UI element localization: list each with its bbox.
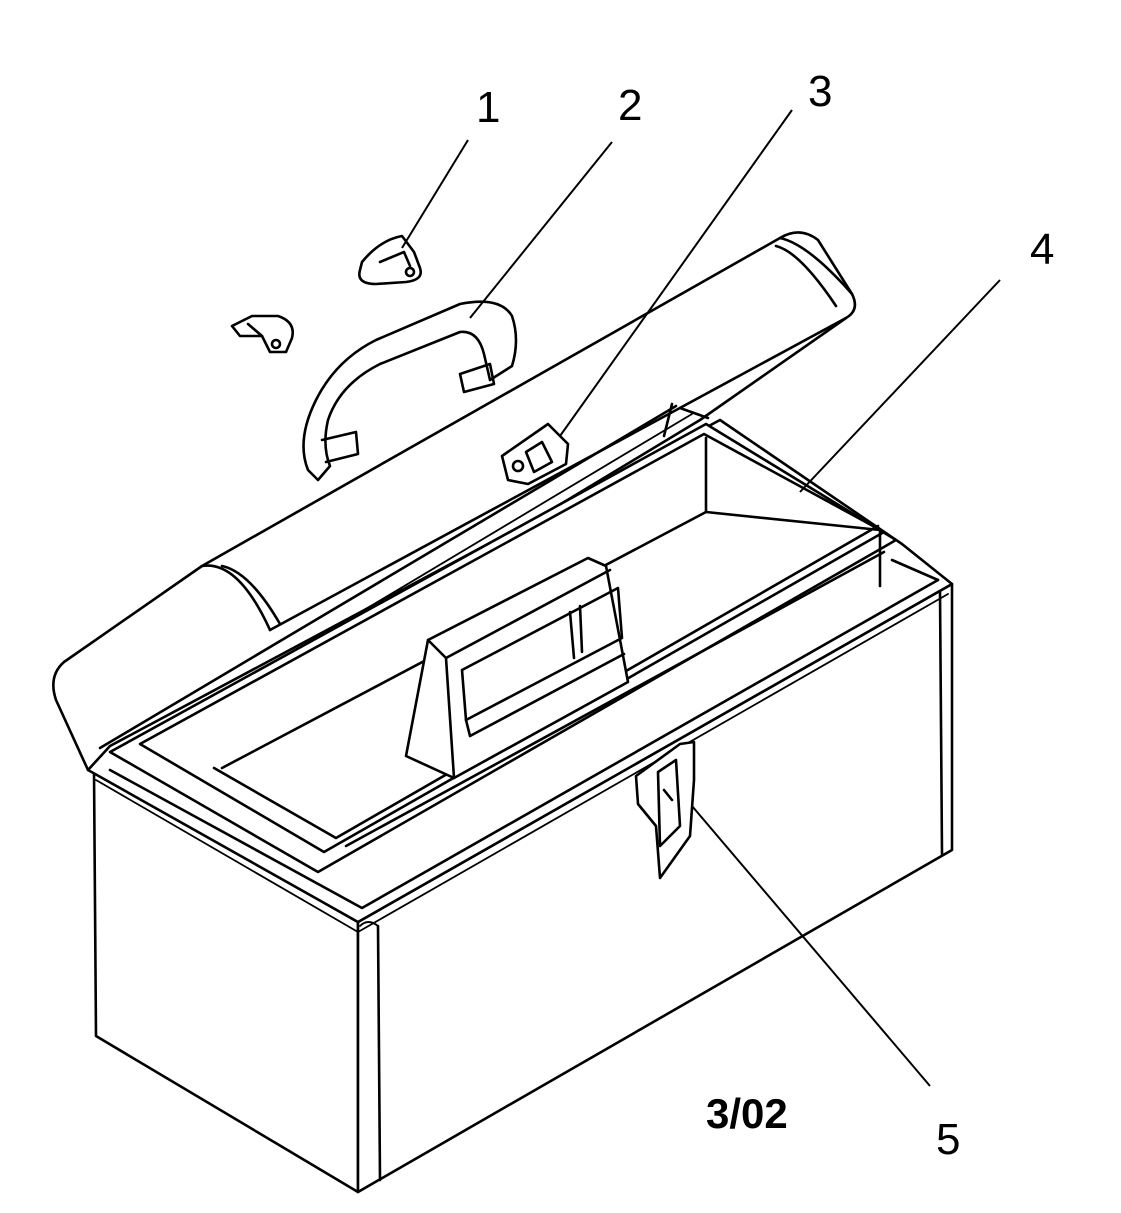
leader-5 [691,805,931,1087]
leader-2 [469,141,613,319]
callout-1: 1 [476,83,500,132]
toolbox-lid [52,231,857,772]
leader-lines [401,109,1001,1087]
hinge-spare [230,314,294,354]
hinge [358,234,422,286]
hasp [500,422,570,486]
callout-2: 2 [618,81,642,130]
latch [634,740,696,880]
tray [108,422,898,874]
callout-5: 5 [936,1115,960,1164]
lid-handle [302,300,518,482]
leader-3 [559,109,793,437]
callout-4: 4 [1030,225,1054,274]
leader-4 [799,279,1001,493]
leader-1 [401,139,469,249]
callout-3: 3 [808,67,832,116]
date-code: 3/02 [706,1090,788,1137]
